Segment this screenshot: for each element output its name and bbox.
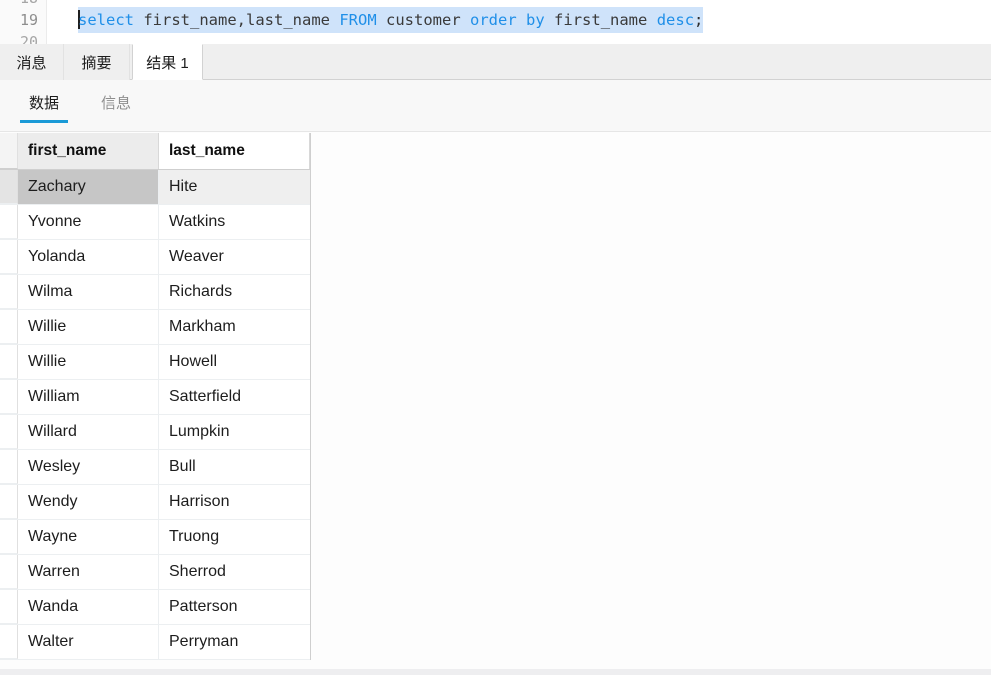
row-header[interactable] xyxy=(0,590,18,624)
row-header[interactable] xyxy=(0,555,18,589)
sql-token-sp xyxy=(330,11,339,29)
subtab-info-label: 信息 xyxy=(100,95,131,112)
cell-first-name[interactable]: Yolanda xyxy=(18,240,159,274)
sql-statement[interactable]: select first_name,last_name FROM custome… xyxy=(78,7,704,33)
sql-token-id: first_name xyxy=(554,11,648,29)
cell-first-name[interactable]: Willie xyxy=(18,310,159,344)
sql-token-sp xyxy=(647,11,656,29)
cell-first-name[interactable]: Willie xyxy=(18,345,159,379)
subtab-info[interactable]: 信息 xyxy=(92,92,140,124)
cell-last-name[interactable]: Richards xyxy=(169,283,233,300)
sql-token-kw: desc xyxy=(656,11,695,29)
cell-last-name[interactable]: Weaver xyxy=(169,248,224,265)
cell-last-name[interactable]: Sherrod xyxy=(169,563,226,580)
row-header[interactable] xyxy=(0,380,18,414)
result-sub-tab-bar: 数据 信息 xyxy=(0,80,991,132)
row-header[interactable] xyxy=(0,240,18,274)
cell-last-name[interactable]: Bull xyxy=(169,458,196,475)
table-row[interactable]: Wanda Patterson xyxy=(0,590,310,625)
subtab-data[interactable]: 数据 xyxy=(20,92,68,124)
tab-messages[interactable]: 消息 xyxy=(0,44,64,80)
result-tab-bar: 消息 摘要 结果 1 xyxy=(0,44,991,80)
tab-summary[interactable]: 摘要 xyxy=(64,44,130,80)
table-row[interactable]: Warren Sherrod xyxy=(0,555,310,590)
cell-first-name[interactable]: Wilma xyxy=(18,275,159,309)
cell-last-name[interactable]: Lumpkin xyxy=(169,423,230,440)
sql-token-punct: ; xyxy=(694,11,704,29)
line-number: 20 xyxy=(19,33,38,44)
cell-last-name[interactable]: Satterfield xyxy=(169,388,242,405)
cell-last-name[interactable]: Markham xyxy=(169,318,236,335)
active-subtab-underline xyxy=(20,120,68,123)
tab-messages-label: 消息 xyxy=(16,54,47,72)
tab-summary-label: 摘要 xyxy=(81,54,112,72)
row-header[interactable] xyxy=(0,520,18,554)
sql-token-id: customer xyxy=(386,11,461,29)
table-row[interactable]: Walter Perryman xyxy=(0,625,310,660)
column-header-last-name[interactable]: last_name xyxy=(159,133,310,169)
cell-first-name[interactable]: Zachary xyxy=(18,170,159,204)
row-header-corner xyxy=(0,133,18,169)
row-header[interactable] xyxy=(0,275,18,309)
cell-first-name[interactable]: Wayne xyxy=(18,520,159,554)
table-row[interactable]: Wesley Bull xyxy=(0,450,310,485)
column-header-first-name[interactable]: first_name xyxy=(18,133,159,169)
row-header[interactable] xyxy=(0,170,18,204)
sql-token-id: first_name,last_name xyxy=(143,11,330,29)
table-row[interactable]: Yvonne Watkins xyxy=(0,205,310,240)
sql-token-sp xyxy=(545,11,554,29)
sql-token-kw: by xyxy=(526,11,545,29)
cell-last-name[interactable]: Perryman xyxy=(169,633,239,650)
cell-last-name[interactable]: Watkins xyxy=(169,213,226,230)
tab-result-1[interactable]: 结果 1 xyxy=(132,44,203,80)
table-row[interactable]: Wayne Truong xyxy=(0,520,310,555)
row-header[interactable] xyxy=(0,415,18,449)
cell-last-name[interactable]: Truong xyxy=(169,528,220,545)
cell-first-name[interactable]: Willard xyxy=(18,415,159,449)
sql-editor[interactable]: 18 19 20 select first_name,last_name FRO… xyxy=(0,0,991,44)
sql-token-kw: order xyxy=(470,11,517,29)
sql-token-sp xyxy=(377,11,386,29)
row-header[interactable] xyxy=(0,205,18,239)
cell-first-name[interactable]: Wanda xyxy=(18,590,159,624)
cell-last-name[interactable]: Hite xyxy=(159,170,310,204)
subtab-data-label: 数据 xyxy=(28,95,59,112)
row-header[interactable] xyxy=(0,345,18,379)
cell-first-name[interactable]: William xyxy=(18,380,159,414)
sql-token-sp xyxy=(461,11,470,29)
table-row[interactable]: Yolanda Weaver xyxy=(0,240,310,275)
sql-token-sp xyxy=(134,11,143,29)
table-row[interactable]: William Satterfield xyxy=(0,380,310,415)
table-row[interactable]: Wendy Harrison xyxy=(0,485,310,520)
table-row[interactable]: Wilma Richards xyxy=(0,275,310,310)
sql-token-sp xyxy=(517,11,526,29)
line-number: 19 xyxy=(19,11,38,29)
sql-token-kw: select xyxy=(78,11,134,29)
cell-first-name[interactable]: Yvonne xyxy=(18,205,159,239)
cell-last-name[interactable]: Howell xyxy=(169,353,218,370)
table-row[interactable]: Willard Lumpkin xyxy=(0,415,310,450)
row-header[interactable] xyxy=(0,625,18,659)
bottom-strip xyxy=(0,669,991,675)
table-row[interactable]: Willie Howell xyxy=(0,345,310,380)
cell-last-name[interactable]: Patterson xyxy=(169,598,238,615)
cell-first-name[interactable]: Walter xyxy=(18,625,159,659)
tab-result-1-label: 结果 1 xyxy=(146,54,189,72)
row-header[interactable] xyxy=(0,310,18,344)
grid-header-row: first_name last_name xyxy=(0,133,310,170)
row-header[interactable] xyxy=(0,450,18,484)
row-header[interactable] xyxy=(0,485,18,519)
sql-code-line[interactable]: select first_name,last_name FROM custome… xyxy=(46,0,704,44)
line-number: 18 xyxy=(2,0,38,9)
text-caret xyxy=(78,10,80,29)
table-row[interactable]: Willie Markham xyxy=(0,310,310,345)
cell-last-name[interactable]: Harrison xyxy=(169,493,230,510)
sql-token-kw: FROM xyxy=(339,11,377,29)
line-number-gutter: 18 19 20 xyxy=(0,0,47,44)
cell-first-name[interactable]: Wesley xyxy=(18,450,159,484)
cell-first-name[interactable]: Wendy xyxy=(18,485,159,519)
cell-first-name[interactable]: Warren xyxy=(18,555,159,589)
